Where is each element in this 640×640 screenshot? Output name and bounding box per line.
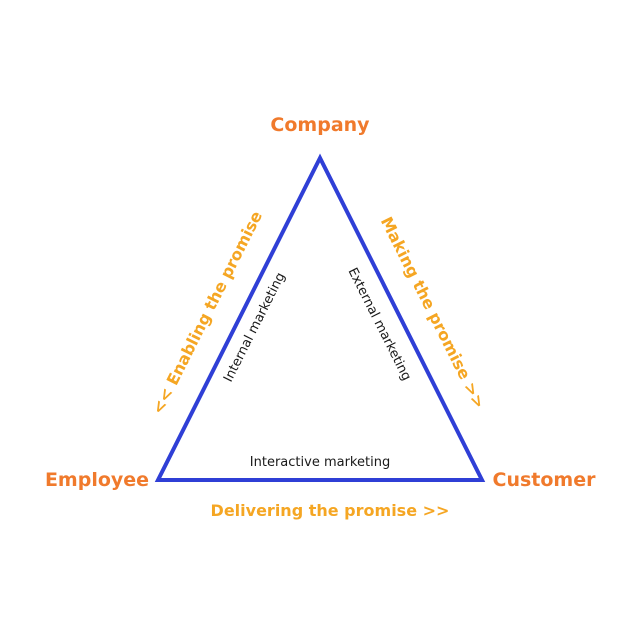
delivering-promise-label: Delivering the promise >>	[211, 501, 450, 520]
service-triangle	[154, 153, 486, 482]
company-label: Company	[270, 114, 370, 136]
customer-label: Customer	[493, 469, 597, 491]
interactive-marketing-label: Interactive marketing	[250, 455, 390, 470]
employee-label: Employee	[45, 469, 149, 491]
